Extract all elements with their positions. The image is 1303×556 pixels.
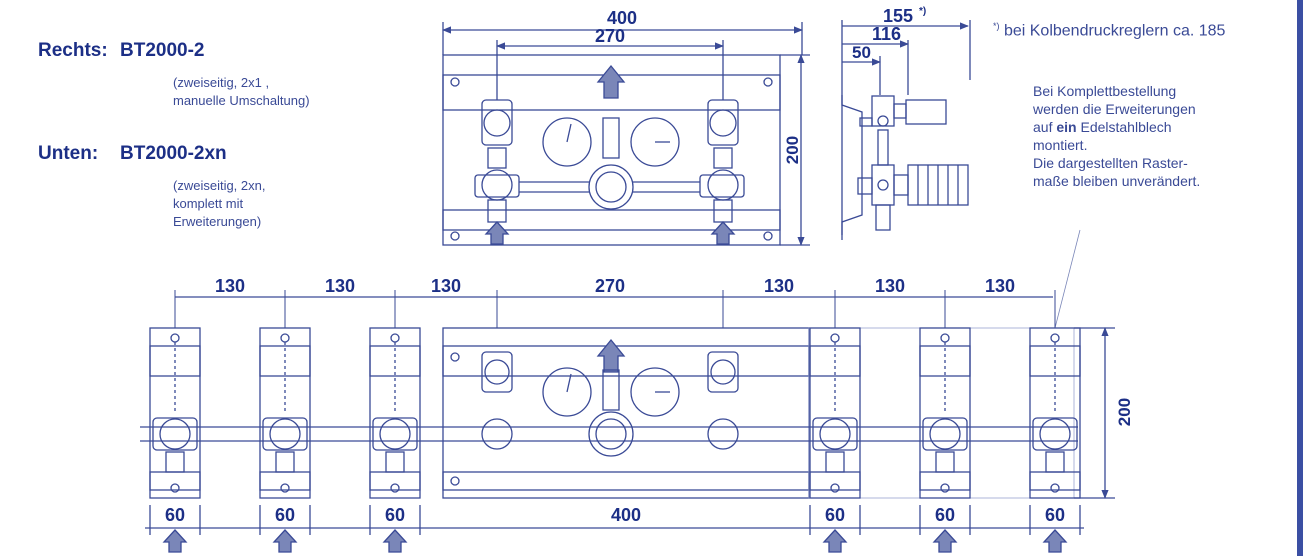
top-right-gauges xyxy=(699,99,745,245)
side-view xyxy=(841,20,971,240)
note-line-3-pre: auf xyxy=(1033,119,1057,135)
note-line-3-post: Edelstahlblech xyxy=(1076,119,1172,135)
note-line-3: auf ein Edelstahlblech xyxy=(1033,118,1200,136)
expansion-module xyxy=(809,327,861,553)
footnote: *) bei Kolbendruckreglern ca. 185 xyxy=(993,21,1225,40)
top-left-gauges xyxy=(474,99,520,245)
expansion-module xyxy=(259,327,311,553)
note-line-4: montiert. xyxy=(1033,137,1088,153)
module-width-label: 60 xyxy=(275,505,295,525)
legend-bottom-model: BT2000-2xn xyxy=(120,143,227,164)
note-line-1: Bei Komplettbestellung xyxy=(1033,83,1177,99)
note-line-5: Die dargestellten Raster- xyxy=(1033,155,1188,171)
note-line-3-bold: ein xyxy=(1056,119,1077,135)
spacing-label: 130 xyxy=(215,276,245,296)
legend-bottom-desc-2: komplett mit xyxy=(173,196,244,211)
spacing-label: 130 xyxy=(431,276,461,296)
bottom-dim-height: 200 xyxy=(1115,398,1134,426)
note-leader-line xyxy=(1054,229,1081,329)
side-dim-total: 155 xyxy=(883,6,913,26)
inlet-arrow-icon xyxy=(1042,529,1068,553)
inlet-arrow-icon xyxy=(382,529,408,553)
legend-right-model: BT2000-2 xyxy=(120,40,205,61)
legend-bottom-desc-3: Erweiterungen) xyxy=(173,214,262,229)
top-view xyxy=(442,22,810,246)
top-dim-width: 400 xyxy=(607,8,637,28)
top-dim-gauge-spacing: 270 xyxy=(595,26,625,46)
module-width-label: 60 xyxy=(935,505,955,525)
side-dim-total-mark: *) xyxy=(919,6,926,17)
module-width-label: 60 xyxy=(165,505,185,525)
spacing-label: 130 xyxy=(875,276,905,296)
note-line-6: maße bleiben unverändert. xyxy=(1033,173,1201,189)
module-group xyxy=(149,327,1081,553)
side-dim-mid: 116 xyxy=(872,24,901,44)
legend-bottom-desc-1: (zweiseitig, 2xn, xyxy=(173,178,266,193)
page-right-border xyxy=(1297,0,1303,556)
legend-right-label: Rechts: xyxy=(38,40,108,61)
width-labels: 60 60 60 400 60 60 60 xyxy=(165,505,1065,525)
module-width-label: 60 xyxy=(825,505,845,525)
inlet-arrow-icon xyxy=(162,529,188,553)
inlet-arrow-icon xyxy=(822,529,848,553)
legend-right-desc-1: (zweiseitig, 2x1 , xyxy=(173,75,270,90)
expansion-module xyxy=(1029,327,1081,553)
spacing-label: 130 xyxy=(325,276,355,296)
inlet-arrow-icon xyxy=(272,529,298,553)
spacing-label: 130 xyxy=(985,276,1015,296)
module-width-label: 400 xyxy=(611,505,641,525)
spacing-label: 270 xyxy=(595,276,625,296)
footnote-mark: *) xyxy=(993,21,1000,31)
legend-right-desc-2: manuelle Umschaltung) xyxy=(173,93,310,108)
footnote-text: bei Kolbendruckreglern ca. 185 xyxy=(1003,22,1226,40)
spacing-labels: 130 130 130 270 130 130 130 xyxy=(174,276,1056,328)
note-line-2: werden die Erweiterungen xyxy=(1033,101,1196,117)
spacing-label: 130 xyxy=(764,276,794,296)
bottom-view xyxy=(140,296,1115,529)
inlet-arrow-icon xyxy=(932,529,958,553)
legend-bottom-label: Unten: xyxy=(38,143,99,164)
module-width-label: 60 xyxy=(1045,505,1065,525)
module-width-label: 60 xyxy=(385,505,405,525)
order-note: Bei Komplettbestellung werden die Erweit… xyxy=(1033,82,1200,190)
top-dim-height: 200 xyxy=(783,136,802,164)
side-dim-small: 50 xyxy=(852,43,871,62)
